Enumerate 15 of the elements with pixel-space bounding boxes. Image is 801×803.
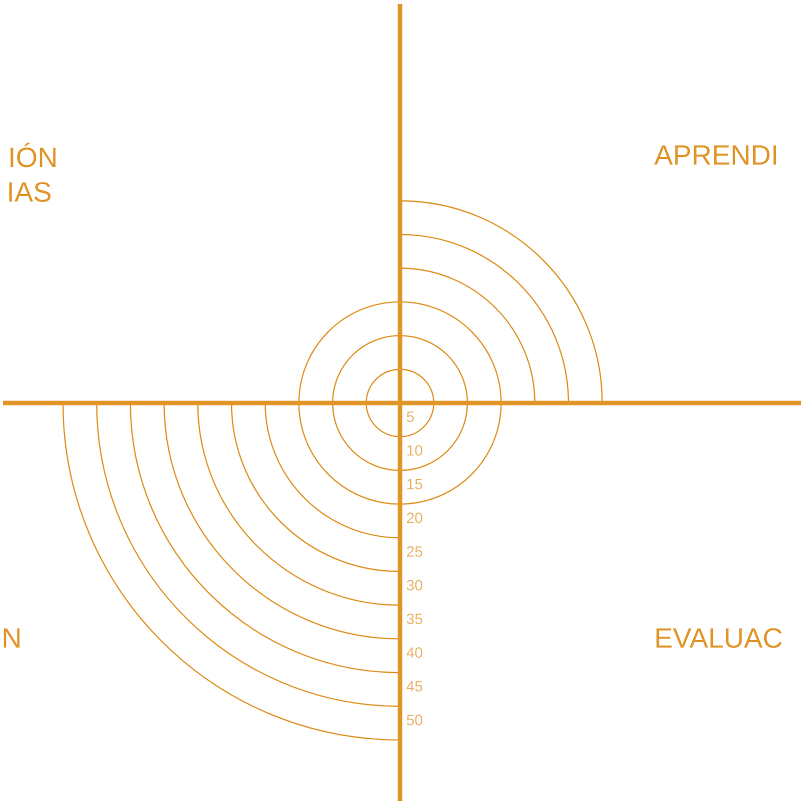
scale-number: 15 — [407, 478, 422, 490]
quadrant-label: IAS — [9, 182, 51, 202]
scale-number: 20 — [406, 512, 422, 524]
scale-number: 5 — [406, 411, 414, 422]
quadrant-label: IÓN — [10, 142, 56, 168]
scale-number: 40 — [406, 647, 422, 658]
scale-number: 10 — [407, 445, 422, 456]
scale-number: 35 — [406, 614, 422, 624]
quadrant-label: EVALUAC — [656, 628, 782, 648]
scale-number: 30 — [406, 580, 422, 590]
quadrant-label: APRENDI — [654, 145, 776, 165]
quadrant-label: N — [4, 628, 20, 648]
scale-number: 25 — [406, 546, 422, 557]
scale-number: 45 — [406, 681, 422, 692]
scale-number: 50 — [406, 714, 422, 726]
